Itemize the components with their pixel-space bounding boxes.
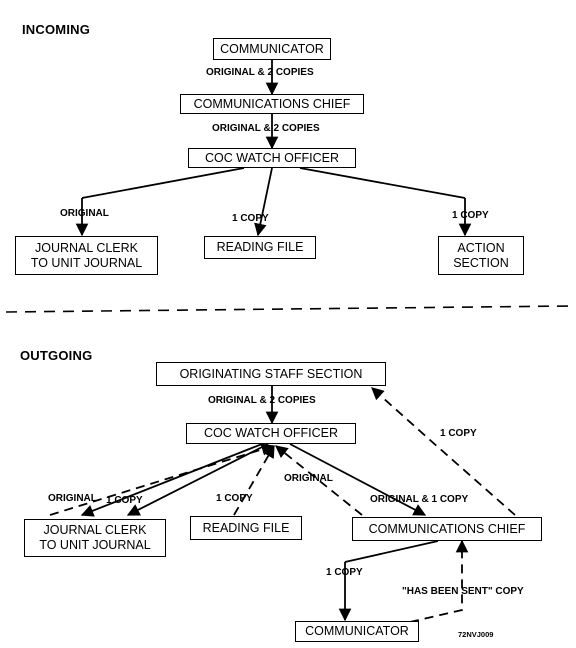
- outgoing-coc-watch-officer-box: COC WATCH OFFICER: [186, 423, 356, 444]
- incoming-communications-chief-box: COMMUNICATIONS CHIEF: [180, 94, 364, 114]
- outgoing-label-original-return: ORIGINAL: [284, 473, 333, 484]
- dashed-return-reading: [233, 444, 275, 516]
- outgoing-label-has-been-sent: "HAS BEEN SENT" COPY: [402, 586, 524, 597]
- figure-code: 72NVJ009: [458, 630, 494, 639]
- outgoing-label-copy-reading: 1 COPY: [216, 493, 253, 504]
- outgoing-label-orig-1-copy: ORIGINAL & 1 COPY: [370, 494, 469, 505]
- line-watch-officer-to-journal: [81, 167, 245, 199]
- outgoing-label-orig-2-copies: ORIGINAL & 2 COPIES: [208, 395, 316, 406]
- arrow-chief-to-communicator: [344, 540, 439, 563]
- outgoing-heading: OUTGOING: [20, 348, 93, 363]
- incoming-label-original: ORIGINAL: [60, 208, 109, 219]
- dashed-copy-to-staff: [371, 387, 516, 516]
- outgoing-communications-chief-box: COMMUNICATIONS CHIEF: [352, 517, 542, 541]
- outgoing-journal-clerk-box: JOURNAL CLERK TO UNIT JOURNAL: [24, 519, 166, 557]
- incoming-coc-watch-officer-box: COC WATCH OFFICER: [188, 148, 356, 168]
- arrow-copy-reading: [254, 167, 273, 237]
- incoming-communicator-box: COMMUNICATOR: [213, 38, 331, 60]
- arrow-copy-journal-out: [126, 443, 269, 516]
- dashed-return-chief: [275, 445, 363, 516]
- line-watch-officer-to-action: [299, 167, 466, 199]
- incoming-label-orig-2-copies-1: ORIGINAL & 2 COPIES: [206, 67, 314, 78]
- arrow-original-journal-out: [80, 443, 263, 517]
- dashed-has-been-sent: [409, 539, 469, 623]
- dashed-return-journal: [49, 443, 275, 516]
- outgoing-communicator-box: COMMUNICATOR: [295, 621, 419, 642]
- incoming-journal-clerk-box: JOURNAL CLERK TO UNIT JOURNAL: [15, 236, 158, 275]
- incoming-reading-file-box: READING FILE: [204, 236, 316, 259]
- incoming-heading: INCOMING: [22, 22, 91, 37]
- outgoing-label-copy-staff: 1 COPY: [440, 428, 477, 439]
- outgoing-originating-staff-box: ORIGINATING STAFF SECTION: [156, 362, 386, 386]
- arrow-orig-copy-chief: [289, 443, 427, 516]
- incoming-label-copy-action: 1 COPY: [452, 210, 489, 221]
- incoming-label-copy-reading: 1 COPY: [232, 213, 269, 224]
- incoming-action-section-box: ACTION SECTION: [438, 236, 524, 275]
- section-divider: [5, 305, 571, 313]
- outgoing-label-copy-journal: 1 COPY: [106, 495, 143, 506]
- outgoing-label-copy-communicator: 1 COPY: [326, 567, 363, 578]
- incoming-label-orig-2-copies-2: ORIGINAL & 2 COPIES: [212, 123, 320, 134]
- outgoing-reading-file-box: READING FILE: [190, 516, 302, 540]
- outgoing-label-original-journal: ORIGINAL: [48, 493, 97, 504]
